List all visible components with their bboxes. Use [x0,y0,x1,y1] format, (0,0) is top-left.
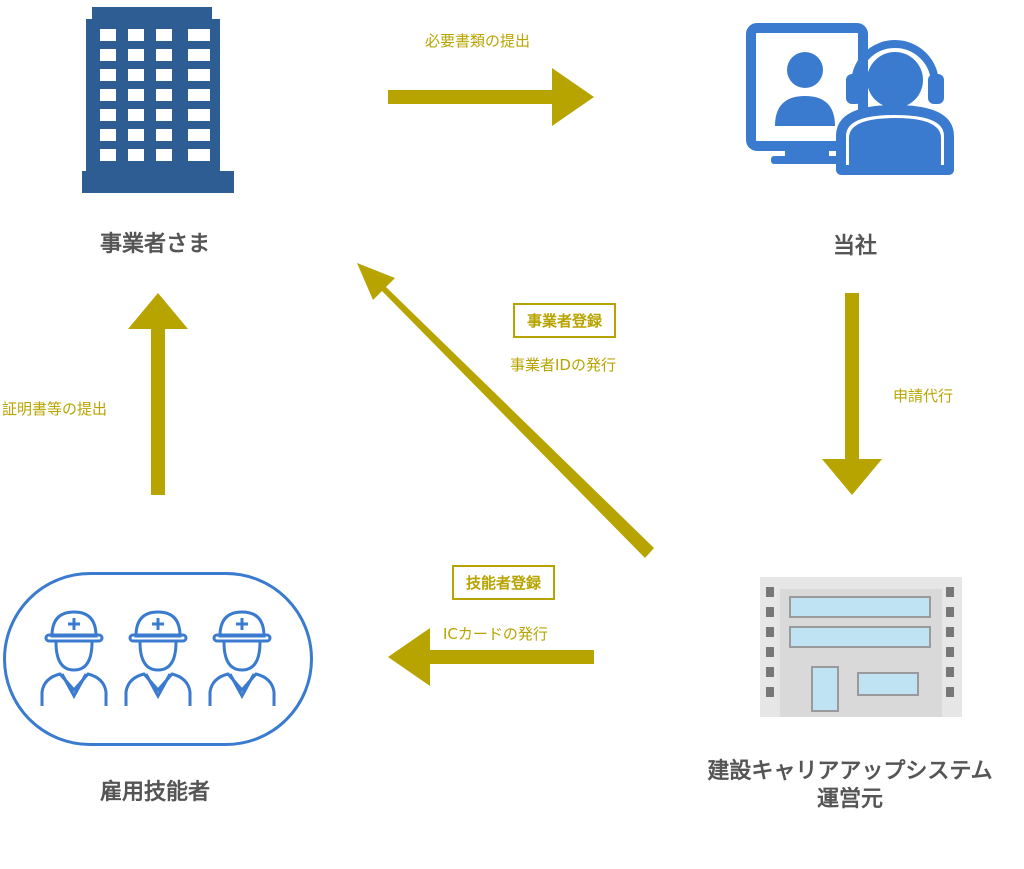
submit-docs-label: 必要書類の提出 [425,32,531,50]
business-id-issue-label: 事業者IDの発行 [510,356,616,374]
worker-figure [124,610,192,706]
business-label: 事業者さま [99,232,210,257]
business-registration-tag: 事業者登録 [513,303,617,338]
arrow-right-top [388,68,594,126]
ic-card-issue-label: ICカードの発行 [443,625,548,643]
workers-container [3,572,313,746]
office-building-icon [82,7,234,193]
company-label: 当社 [832,234,877,259]
worker-registration-tag: 技能者登録 [452,565,556,600]
arrow-down-right [822,293,882,495]
system-label-line1: 建設キャリアアップシステム [707,759,993,784]
system-label-line2: 運営元 [816,787,883,812]
submit-certificates-label: 証明書等の提出 [2,400,108,418]
system-building-icon [760,577,962,717]
operator-headset-icon [746,23,954,175]
workers-label: 雇用技能者 [99,780,210,805]
worker-figure [40,610,108,706]
worker-figure [208,610,276,706]
workers-helmet-icon [40,610,276,706]
arrow-left-bottom [388,628,594,686]
proxy-apply-label: 申請代行 [893,387,954,405]
arrow-up-left [128,293,188,495]
